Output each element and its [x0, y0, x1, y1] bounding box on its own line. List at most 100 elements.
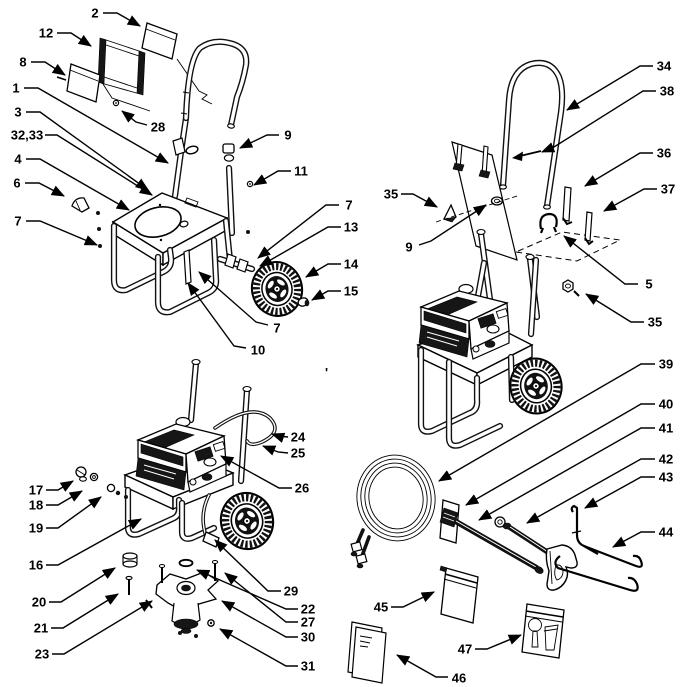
- callout-label-30: 30: [301, 630, 315, 645]
- callout-label-45: 45: [374, 600, 388, 615]
- callout-label-12: 12: [39, 26, 53, 41]
- callout-label-21: 21: [34, 621, 48, 636]
- callout-label-28: 28: [151, 120, 165, 135]
- callout-leader-46: [396, 654, 448, 678]
- callout-label-9: 9: [284, 128, 291, 143]
- handle-stubs: [187, 358, 252, 485]
- callout-label-46: 46: [452, 671, 466, 686]
- callout-leader-5: [563, 235, 638, 285]
- callout-label-43: 43: [659, 470, 673, 485]
- callout-label-36: 36: [657, 146, 671, 161]
- callout-leader-27: [224, 572, 298, 623]
- cap-17: [75, 466, 87, 482]
- callout-layer: 21281332,3346728911713141571034383637359…: [11, 6, 676, 686]
- callout-leader-7: [198, 271, 269, 326]
- callout-label-35: 35: [648, 315, 662, 330]
- callout-leader-21: [51, 593, 119, 629]
- callout-leader-40: [465, 403, 655, 506]
- callout-label-9: 9: [405, 240, 412, 255]
- ring-18: [89, 472, 99, 482]
- callout-label-3: 3: [14, 105, 21, 120]
- callout-leader-14: [305, 263, 341, 278]
- callout-leader-3: [26, 111, 149, 191]
- cart-legs: [110, 217, 234, 316]
- bolt-38-arrows: [512, 150, 542, 161]
- callout-label-7: 7: [273, 321, 280, 336]
- callout-label-31: 31: [301, 659, 315, 674]
- callout-leader-15: [311, 289, 341, 301]
- nut-35: [562, 279, 580, 297]
- callout-label-22: 22: [301, 602, 315, 617]
- o-ring-22: [178, 558, 194, 568]
- panel-clips: [452, 143, 491, 179]
- wheel: [216, 488, 279, 554]
- callout-leader-31: [219, 628, 298, 667]
- callout-label-27: 27: [301, 615, 315, 630]
- callout-label-47: 47: [458, 642, 472, 657]
- cart-handle-tube: [171, 38, 250, 200]
- cart-frame-assembly: [56, 22, 309, 321]
- callout-label-39: 39: [659, 357, 673, 372]
- callout-leader-32-33: [45, 134, 153, 196]
- callout-label-5: 5: [645, 277, 652, 292]
- callout-leader-17: [46, 480, 74, 492]
- handle-loop-34: [499, 59, 566, 210]
- callout-leader-10: [187, 282, 247, 349]
- callout-label-16: 16: [29, 558, 43, 573]
- handle-clamp-32-33: [172, 137, 199, 156]
- callout-leader-42: [526, 458, 655, 524]
- bracket-29: [202, 531, 220, 548]
- callout-label-17: 17: [29, 483, 43, 498]
- engine-cart-assembly-left: [75, 358, 279, 638]
- wedge-clip-35: [442, 203, 457, 223]
- callout-label-24: 24: [291, 430, 306, 445]
- callout-leader-28: [121, 110, 148, 126]
- callout-label-26: 26: [295, 481, 309, 496]
- callout-label-20: 20: [32, 595, 46, 610]
- callout-label-41: 41: [659, 421, 673, 436]
- callout-label-7: 7: [345, 198, 352, 213]
- callout-leader-36: [584, 152, 653, 187]
- grommet-9: [490, 196, 504, 206]
- callout-label-15: 15: [344, 284, 358, 299]
- parts-bag-45: [439, 565, 479, 624]
- wand-42: [494, 516, 554, 558]
- bolt-11: [246, 180, 254, 234]
- callout-leader-7: [26, 220, 98, 246]
- parts-bag-47: [521, 603, 565, 659]
- lance-41: [439, 507, 544, 574]
- callout-label-34: 34: [657, 59, 672, 74]
- bolt-21: [125, 575, 133, 595]
- callout-label-14: 14: [344, 257, 359, 272]
- callout-leader-6: [25, 182, 65, 197]
- callout-leader-35: [585, 293, 644, 323]
- callout-leader-9: [239, 134, 279, 149]
- callout-leader-19: [46, 496, 102, 529]
- callout-leader-23: [52, 600, 153, 655]
- callout-label-40: 40: [659, 397, 673, 412]
- hook-5: [539, 212, 558, 234]
- alignment-line: [102, 83, 151, 112]
- callout-leader-44: [612, 531, 655, 548]
- callout-leader-11: [253, 170, 291, 186]
- callout-label-1: 1: [12, 81, 19, 96]
- manual-46: [347, 621, 387, 684]
- panel-plate-2: [141, 22, 178, 60]
- callout-leader-4: [26, 158, 130, 211]
- cart-right-post: [222, 143, 236, 237]
- callout-label-4: 4: [14, 152, 22, 167]
- legs: [124, 486, 218, 542]
- callout-leader-45: [391, 591, 435, 608]
- strap-37: [584, 211, 594, 246]
- callout-label-25: 25: [291, 446, 305, 461]
- callout-leader-47: [475, 634, 522, 650]
- callout-label-13: 13: [344, 220, 358, 235]
- callout-leader-24: [270, 432, 289, 443]
- handle-exploded-assembly: [435, 59, 622, 321]
- callout-leader-18: [46, 490, 83, 506]
- bolt-28: [112, 99, 120, 107]
- ring-19: [106, 483, 128, 499]
- callout-leader-7: [257, 204, 339, 259]
- wheel: [247, 257, 307, 320]
